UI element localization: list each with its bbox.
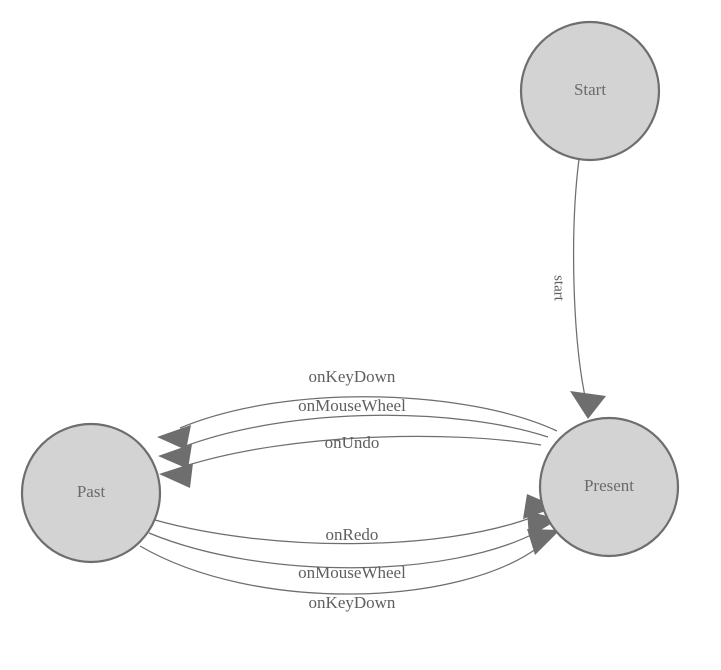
edge-path-present-past-1: [179, 396, 558, 432]
edge-label-present-past-2: onMouseWheel: [298, 396, 406, 415]
node-start[interactable]: Start: [519, 20, 661, 162]
edge-present-to-past-onkeydown[interactable]: onKeyDown: [157, 367, 558, 450]
edge-path-past-present-2: [148, 531, 538, 569]
arrow-head-present-past-2: [158, 444, 192, 469]
edge-past-to-present-onkeydown[interactable]: onKeyDown: [139, 529, 560, 612]
edge-present-to-past-onundo[interactable]: onUndo: [159, 433, 542, 488]
edge-path-past-present-3: [139, 545, 541, 595]
edge-past-to-present-onmousewheel[interactable]: onMouseWheel: [148, 511, 559, 582]
edge-path-present-past-2: [182, 414, 549, 448]
node-past-label: Past: [77, 482, 106, 501]
edge-path-start-present: [572, 158, 588, 407]
arrow-head-present-past-1: [157, 425, 191, 450]
edge-label-past-present-2: onMouseWheel: [298, 563, 406, 582]
node-present-circle: [538, 416, 680, 558]
edge-path-past-present-1: [154, 516, 534, 545]
node-start-label: Start: [574, 80, 606, 99]
edge-path-present-past-3: [184, 435, 542, 467]
node-past[interactable]: Past: [20, 422, 162, 564]
arrow-head-present-past-3: [159, 463, 193, 488]
edge-label-past-present-3: onKeyDown: [309, 593, 396, 612]
edge-label-present-past-1: onKeyDown: [309, 367, 396, 386]
node-present-label: Present: [584, 476, 634, 495]
edge-past-to-present-onredo[interactable]: onRedo: [154, 494, 557, 545]
edge-label-present-past-3: onUndo: [325, 433, 380, 452]
node-start-circle: [519, 20, 661, 162]
edge-label-past-present-1: onRedo: [326, 525, 379, 544]
node-past-circle: [20, 422, 162, 564]
edge-label-start: start: [551, 275, 567, 302]
edge-start-to-present[interactable]: start: [551, 158, 606, 419]
node-present[interactable]: Present: [538, 416, 680, 558]
arrow-head-start-present: [570, 391, 606, 419]
arrow-head-past-present-3: [527, 529, 560, 555]
edge-present-to-past-onmousewheel[interactable]: onMouseWheel: [158, 396, 549, 469]
